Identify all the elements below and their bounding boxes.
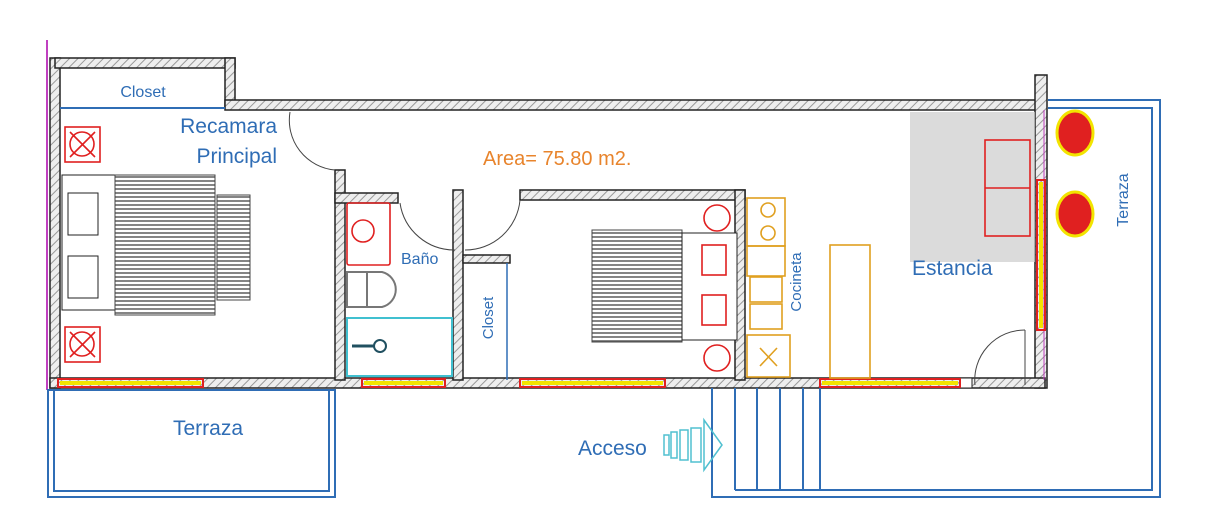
terraza-right-outline (711, 99, 1161, 498)
window (1036, 179, 1046, 331)
area-label: Area= 75.80 m2. (483, 148, 631, 170)
recamara-label-line1: Recamara (180, 115, 277, 138)
cocineta-label: Cocineta (788, 252, 805, 312)
stairs (734, 388, 821, 490)
terraza-bottom-outline (47, 389, 336, 498)
door-swing (464, 199, 521, 251)
acceso-label: Acceso (578, 437, 647, 460)
windows (57, 179, 1046, 388)
kitchenette (746, 197, 871, 379)
window (519, 378, 666, 388)
door-swing (974, 329, 1026, 386)
window (819, 378, 961, 388)
sink (346, 202, 391, 266)
living-area (910, 109, 1095, 262)
window (57, 378, 204, 388)
estancia-label: Estancia (912, 257, 993, 280)
bano-label: Baño (401, 251, 438, 268)
toilet (346, 271, 397, 308)
closet-second-label: Closet (480, 296, 497, 339)
door-swing (399, 202, 456, 251)
master-bed (61, 174, 251, 316)
shower (346, 317, 453, 377)
entry-arrow-icon (663, 417, 723, 473)
terraza-right-label: Terraza (1115, 173, 1132, 226)
second-bed (591, 204, 738, 372)
recamara-label-line2: Principal (196, 145, 277, 168)
closet-main-label: Closet (120, 84, 166, 101)
nightstand (64, 326, 101, 363)
nightstand (64, 126, 101, 163)
window (361, 378, 446, 388)
doors (288, 111, 1026, 386)
door-swing (288, 111, 336, 171)
terraza-bottom-label: Terraza (173, 417, 243, 440)
